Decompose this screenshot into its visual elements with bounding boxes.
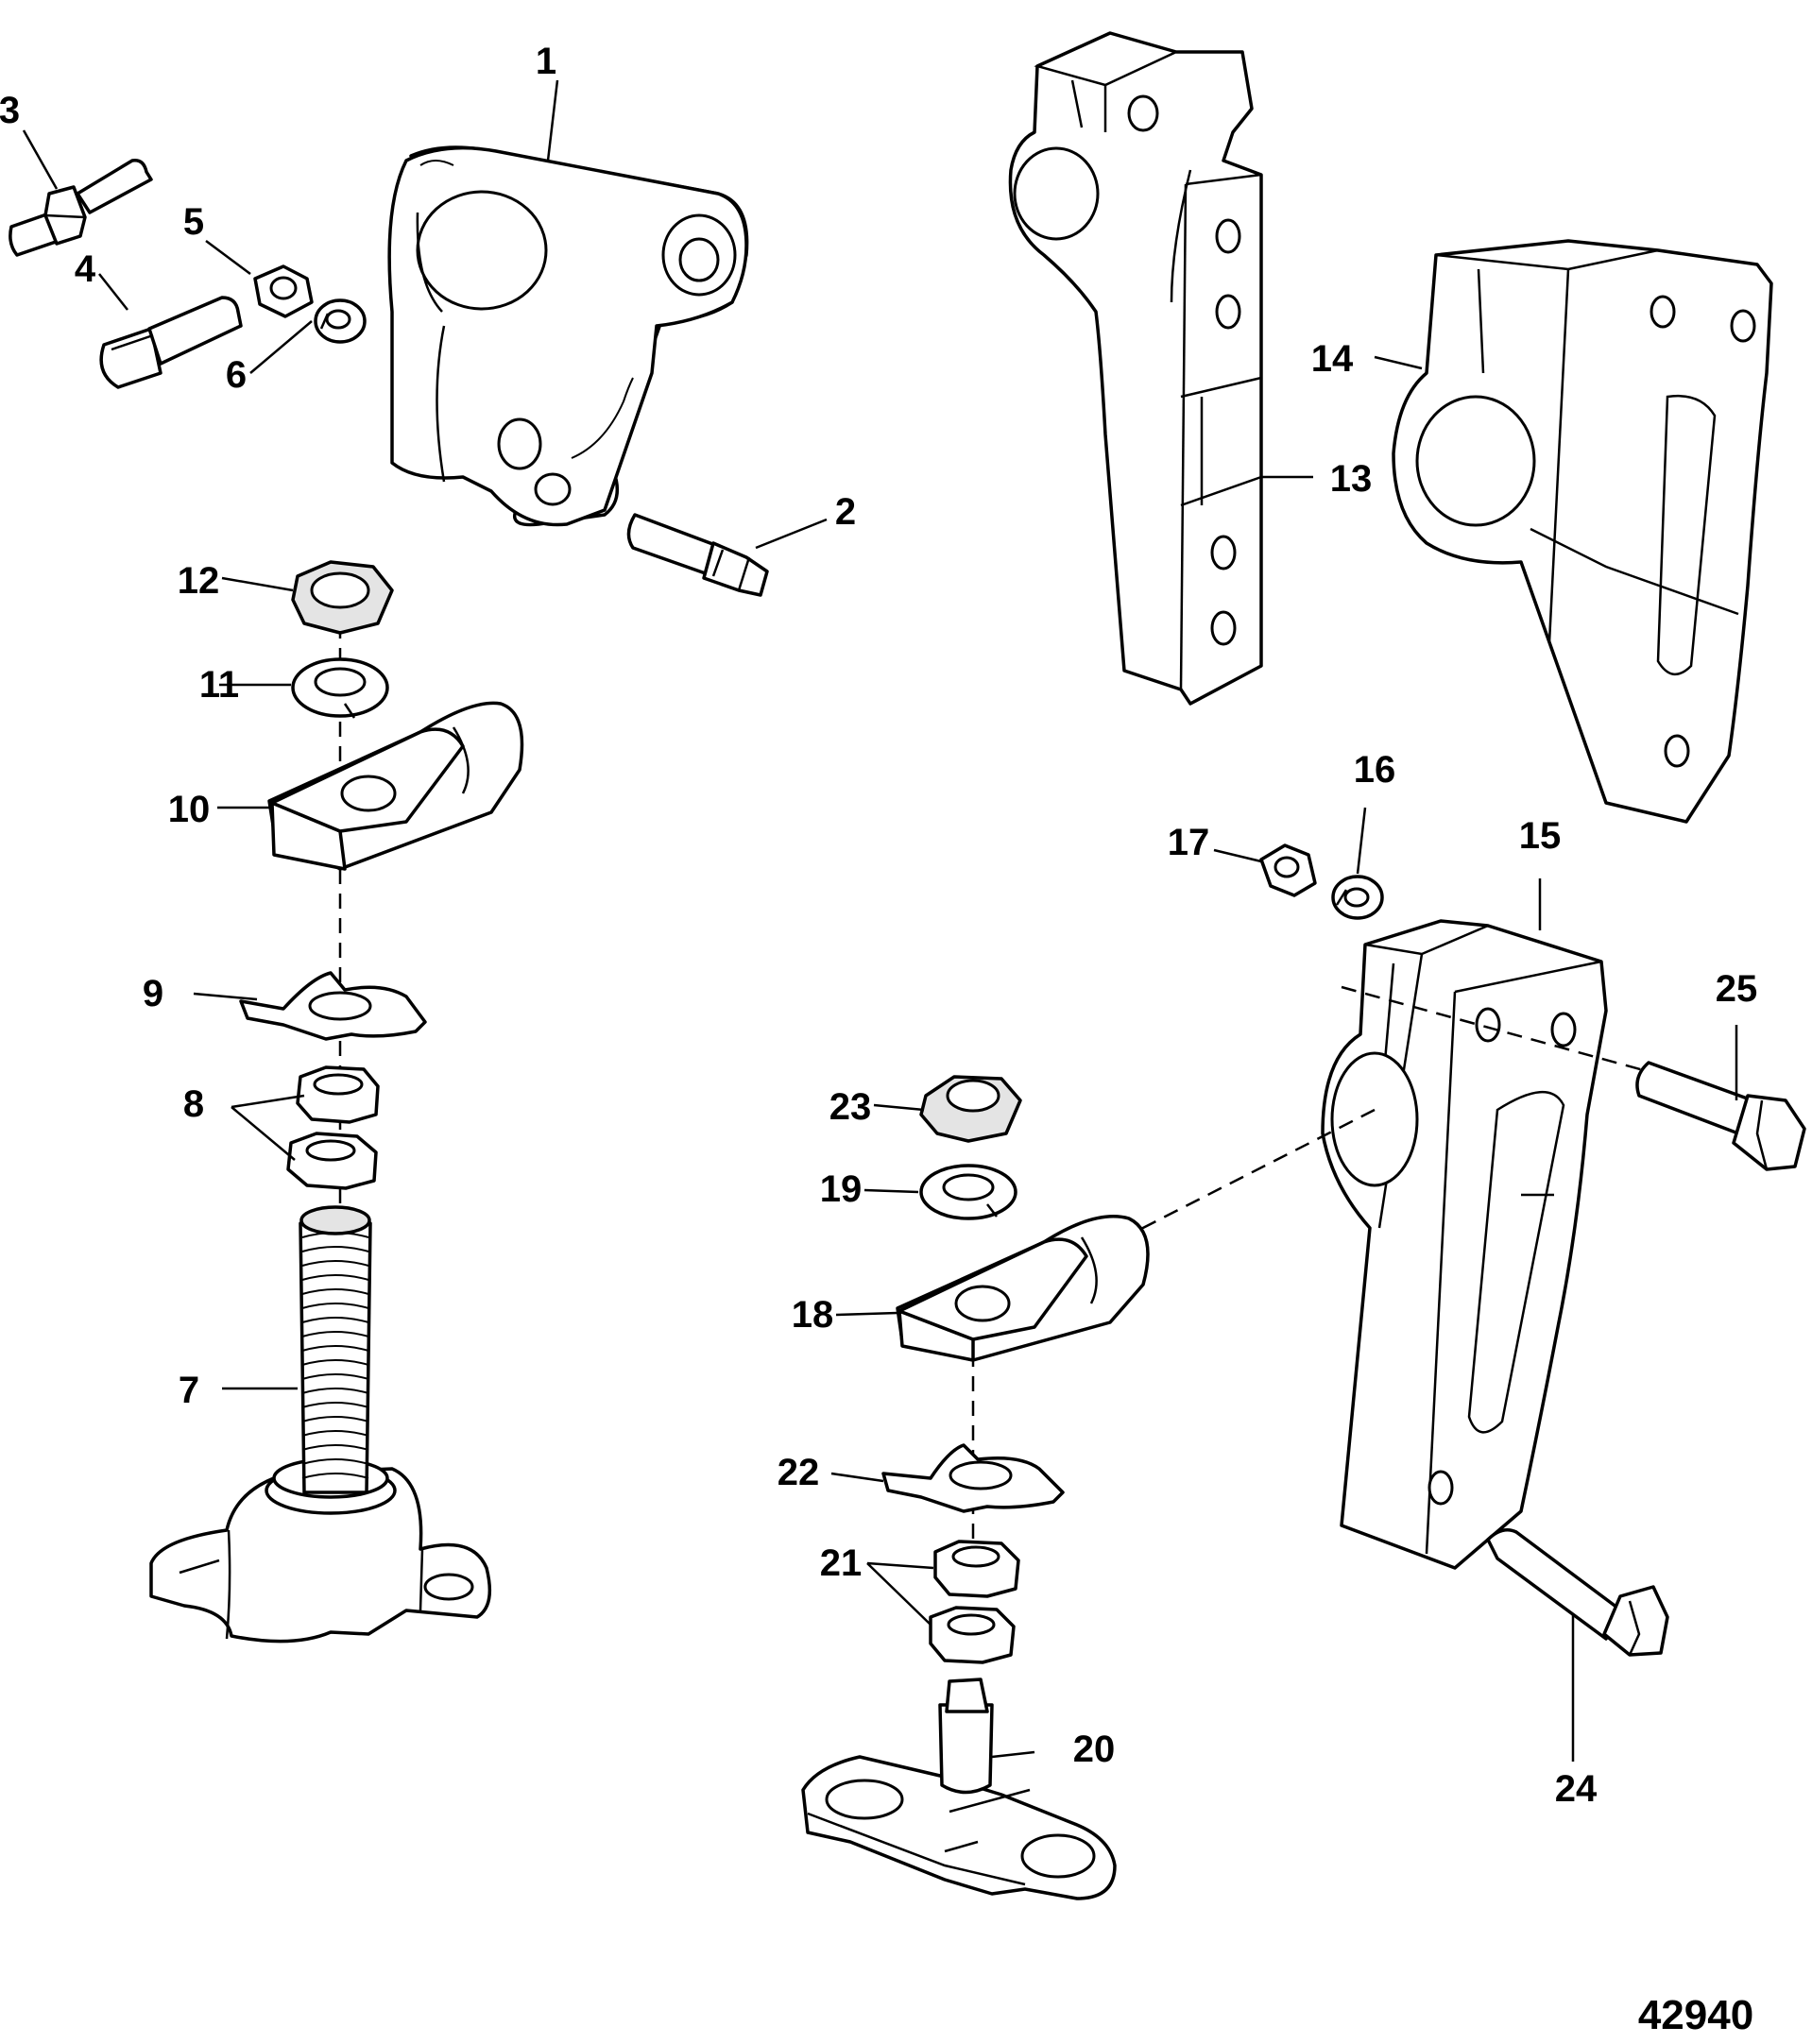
- callout-16: 16: [1354, 749, 1396, 791]
- tab-washer-9: [239, 971, 427, 1041]
- bracket-14: [1392, 239, 1773, 824]
- lock-washer-16: [1331, 875, 1384, 920]
- bolt-25-axis-line: [1341, 985, 1668, 1079]
- callout-4: 4: [75, 248, 96, 290]
- jam-nut-8-lower: [286, 1132, 378, 1190]
- stud-3: [9, 159, 153, 257]
- callout-20: 20: [1073, 1729, 1116, 1770]
- callout-5: 5: [183, 201, 204, 243]
- long-bracket-13: [1008, 31, 1263, 706]
- terminal-18-axis-line: [1133, 1108, 1376, 1235]
- tab-washer-22: [881, 1443, 1065, 1513]
- mount-base-20: [801, 1678, 1117, 1900]
- callout-1: 1: [536, 41, 556, 82]
- callout-13: 13: [1330, 458, 1373, 500]
- callout-14: 14: [1311, 338, 1354, 380]
- callout-24: 24: [1555, 1768, 1598, 1810]
- bolt-25: [1635, 1061, 1806, 1171]
- nut-23: [919, 1075, 1022, 1143]
- callout-2: 2: [835, 491, 856, 533]
- callout-23: 23: [829, 1086, 872, 1128]
- jam-nut-21-lower: [929, 1606, 1016, 1664]
- front-mount-bracket: [387, 145, 749, 527]
- callout-21: 21: [820, 1542, 863, 1584]
- jam-nut-21-upper: [933, 1540, 1020, 1598]
- ring-terminal-10: [267, 701, 524, 871]
- callout-18: 18: [792, 1294, 834, 1336]
- callout-8: 8: [183, 1083, 204, 1125]
- ring-terminal-18: [896, 1215, 1150, 1362]
- nut-5: [253, 264, 314, 318]
- callout-9: 9: [143, 973, 163, 1014]
- callout-22: 22: [778, 1452, 820, 1493]
- bolt-4: [99, 296, 243, 389]
- figure-id: 42940: [1638, 1992, 1753, 2038]
- lock-washer-6: [314, 298, 367, 344]
- callout-25: 25: [1716, 968, 1758, 1010]
- mount-base-7: [149, 1205, 492, 1644]
- bracket-15: [1321, 919, 1608, 1570]
- bolt-2: [626, 513, 769, 597]
- callout-3: 3: [0, 90, 20, 131]
- bolt-24: [1486, 1528, 1669, 1657]
- jam-nut-8-upper: [296, 1065, 380, 1124]
- callout-19: 19: [820, 1168, 863, 1210]
- nut-17: [1259, 843, 1317, 897]
- callout-labels: 1 2 3 4 5 6 7 8 9 10 11 12 13 14 15 16 1…: [0, 41, 1757, 2038]
- callout-12: 12: [178, 560, 220, 602]
- callout-11: 11: [199, 664, 239, 706]
- callout-15: 15: [1519, 815, 1562, 857]
- callout-6: 6: [226, 354, 247, 396]
- callout-10: 10: [168, 789, 211, 830]
- callout-17: 17: [1168, 822, 1210, 863]
- lock-washer-19: [919, 1164, 1017, 1220]
- nut-12: [291, 560, 394, 635]
- callout-7: 7: [179, 1370, 199, 1411]
- leader-lines: [22, 79, 1738, 1762]
- lock-washer-11: [291, 657, 389, 719]
